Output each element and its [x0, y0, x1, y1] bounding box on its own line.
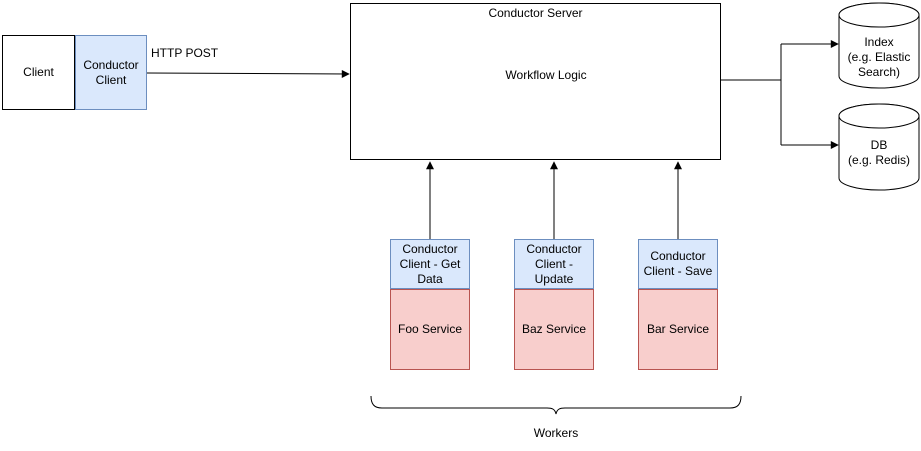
server-branch-connector — [721, 44, 782, 145]
baz-service-label: Baz Service — [521, 322, 587, 336]
worker-save-client-node: Conductor Client - Save — [638, 239, 718, 289]
workflow-logic-label: Workflow Logic — [505, 67, 587, 82]
conductor-server-title: Conductor Server — [488, 6, 583, 20]
conductor-client-node: Conductor Client — [75, 35, 147, 110]
worker-get-data-client-node: Conductor Client - Get Data — [390, 239, 470, 289]
index-cylinder-shape — [838, 2, 920, 89]
conductor-server-node — [350, 3, 721, 160]
workers-brace — [370, 395, 742, 415]
db-store-label: DB (e.g. Redis) — [847, 138, 911, 167]
http-post-label: HTTP POST — [151, 46, 219, 60]
worker-save-client-label: Conductor Client - Save — [643, 249, 713, 278]
worker-get-data-client-label: Conductor Client - Get Data — [399, 241, 461, 286]
foo-service-node: Foo Service — [390, 289, 470, 370]
baz-service-node: Baz Service — [514, 289, 594, 370]
conductor-client-node-label: Conductor Client — [83, 57, 139, 87]
client-node-label: Client — [23, 65, 54, 79]
worker-update-client-label: Conductor Client - Update — [526, 241, 582, 286]
index-store-label: Index (e.g. Elastic Search) — [847, 35, 911, 79]
db-cylinder-shape — [838, 103, 920, 191]
workers-brace-label: Workers — [533, 426, 579, 440]
foo-service-label: Foo Service — [397, 322, 463, 336]
worker-update-client-node: Conductor Client - Update — [514, 239, 594, 289]
bar-service-label: Bar Service — [646, 322, 710, 336]
http-post-arrow — [146, 69, 350, 78]
client-node: Client — [2, 35, 75, 110]
bar-service-node: Bar Service — [638, 289, 718, 370]
